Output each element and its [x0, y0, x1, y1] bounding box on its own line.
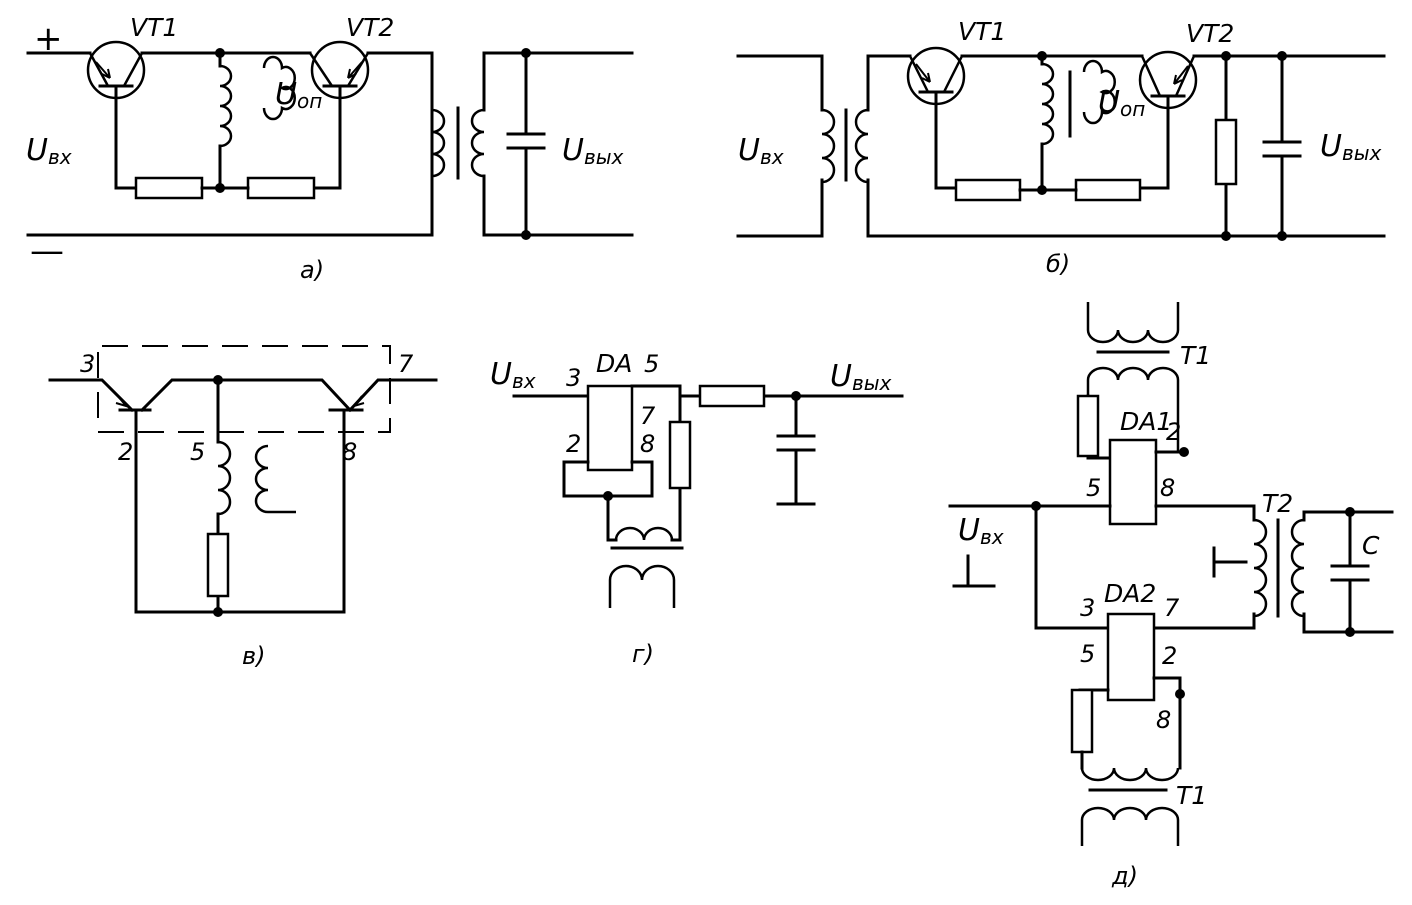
t1-bottom-label-d: T1 — [1176, 781, 1207, 810]
plus-sign: + — [34, 19, 63, 59]
da2-pin-8-label: 8 — [1156, 706, 1171, 734]
pin-7-label-g: 7 — [640, 402, 656, 430]
da2-pin-7-label: 7 — [1164, 594, 1180, 622]
pin-5-label-g: 5 — [644, 350, 659, 378]
u-ref-label-a: Uоп — [275, 77, 322, 113]
pin-3-label-g: 3 — [566, 364, 581, 392]
vt2-label-b: VT2 — [1186, 19, 1234, 48]
pin-8-label-g: 8 — [640, 430, 655, 458]
da1-chip — [1108, 438, 1158, 526]
caption-d: д) — [1111, 862, 1138, 890]
caption-g: г) — [632, 640, 654, 668]
u-in-label-g: Uвх — [490, 357, 536, 393]
pin-5-label-v: 5 — [190, 438, 205, 466]
da1-pin-2-label: 2 — [1166, 418, 1181, 446]
panel-a-circuit — [26, 40, 634, 240]
u-out-label-a: Uвых — [562, 133, 624, 169]
da2-pin-5-label: 5 — [1080, 640, 1095, 668]
da2-chip — [1106, 612, 1156, 702]
panel-v-circuit — [48, 345, 438, 617]
t1-top-label-d: T1 — [1180, 341, 1211, 370]
panel-d-circuit — [948, 302, 1394, 846]
u-in-label-d: Uвх — [958, 513, 1004, 549]
c-label-d: C — [1362, 531, 1380, 560]
u-in-label-b: Uвх — [738, 133, 784, 169]
da1-label-d: DA1 — [1120, 407, 1172, 436]
da1-pin-5-label: 5 — [1086, 474, 1101, 502]
da2-pin-2-label: 2 — [1162, 642, 1177, 670]
da-chip-g — [586, 384, 634, 472]
caption-b: б) — [1046, 250, 1070, 278]
vt2-label-a: VT2 — [346, 13, 394, 42]
caption-a: a) — [300, 256, 324, 284]
panel-g-circuit — [512, 384, 904, 608]
minus-sign: — — [30, 231, 64, 271]
da1-pin-8-label: 8 — [1160, 474, 1175, 502]
pin-8-label-v: 8 — [342, 438, 357, 466]
pin-3-label-v: 3 — [80, 350, 95, 378]
da2-pin-3-label: 3 — [1080, 594, 1095, 622]
caption-v: в) — [242, 642, 266, 670]
vt1-label-a: VT1 — [130, 13, 178, 42]
t2-label-d: T2 — [1262, 489, 1293, 518]
da-label-g: DA — [596, 349, 632, 378]
pin-2-label-v: 2 — [118, 438, 133, 466]
u-in-label-a: Uвх — [26, 133, 72, 169]
panel-b-circuit — [736, 46, 1386, 241]
pin-2-label-g: 2 — [566, 430, 581, 458]
u-out-label-g: Uвых — [830, 359, 892, 395]
u-out-label-b: Uвых — [1320, 129, 1382, 165]
vt1-label-b: VT1 — [958, 17, 1006, 46]
pin-7-label-v: 7 — [398, 350, 414, 378]
da2-label-d: DA2 — [1104, 579, 1156, 608]
u-ref-label-b: Uоп — [1098, 85, 1145, 121]
